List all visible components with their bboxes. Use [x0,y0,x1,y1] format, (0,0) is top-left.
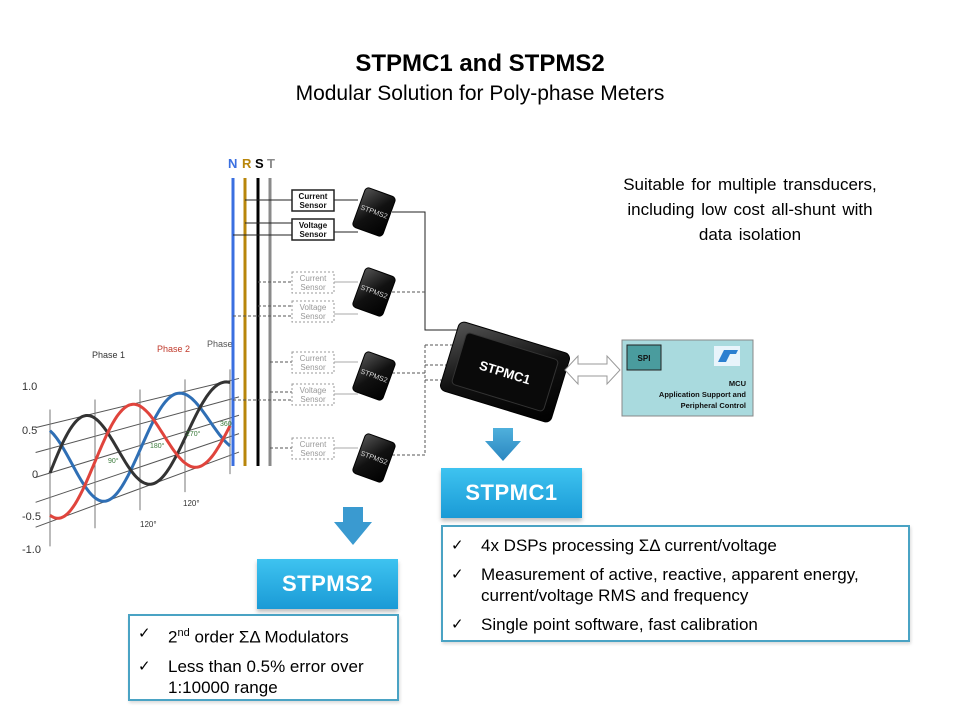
mcu-text: Peripheral Control [681,401,746,410]
phase-curve [48,380,231,486]
phase-letter-r: R [242,156,252,171]
stpms2-features: ✓ 2nd order ΣΔ Modulators ✓ Less than 0.5%… [128,614,399,701]
note-line: including low cost all-shunt with [627,200,873,219]
sensor-text: Sensor [300,312,326,321]
sensor-text: Voltage [300,303,327,312]
block-diagram: N R S T CurrentSensorVoltageSensorCurren… [228,156,754,483]
sensor-text: Sensor [299,201,326,210]
phase-label: Phase 2 [157,344,190,354]
sensor-text: Voltage [300,386,327,395]
check-icon: ✓ [451,537,464,554]
arrow-down-icon [485,428,521,461]
feature-item: ✓ 2nd order ΣΔ Modulators [130,623,389,648]
phase-label: Phase [207,339,233,349]
feature-text: Less than 0.5% error over 1:10000 range [168,656,364,697]
sensor-text: Sensor [300,363,326,372]
arrow-down-icon [334,507,372,545]
feature-text: Measurement of active, reactive, apparen… [481,565,859,605]
feature-text: 2 [168,627,178,647]
sensor-text: Voltage [299,221,328,230]
feature-item: ✓ 4x DSPs processing ΣΔ current/voltage [443,535,908,556]
three-phase-waveform: 1.0 0.5 0 -0.5 -1.0 Phase 1 Phase 2 Phas… [22,339,240,556]
spacing-label: 120° [183,499,200,508]
slide-title: STPMC1 and STPMS2 [355,50,605,77]
superscript: nd [177,627,190,639]
check-icon: ✓ [451,616,464,633]
feature-item: ✓ Single point software, fast calibration [443,614,908,635]
sensor-text: Sensor [300,449,326,458]
angle-label: 180° [150,442,165,450]
ytick: 0.5 [22,425,37,437]
gridline [35,396,240,453]
feature-item: ✓ Measurement of active, reactive, appare… [443,564,908,606]
st-logo-icon [714,346,740,366]
check-icon: ✓ [138,657,151,675]
stpms2-chip: STPMS2 [352,267,396,317]
phase-letter-s: S [255,156,264,171]
spacing-label: 120° [140,520,157,529]
feature-text: Single point software, fast calibration [481,615,758,634]
ytick: -1.0 [22,544,41,556]
mcu-text: MCU [729,379,746,388]
ytick: -0.5 [22,511,41,523]
sensor-text: Current [300,440,327,449]
mcu-block: SPI MCU Application Support and Peripher… [621,339,754,417]
angle-label: 90° [108,457,119,465]
phase-curve [49,402,232,520]
note-line: Suitable for multiple transducers, [623,175,877,194]
stpms2-chip: STPMS2 [352,187,396,237]
feature-text: 4x DSPs processing ΣΔ current/voltage [481,536,777,555]
check-icon: ✓ [138,625,151,642]
slide-subtitle: Modular Solution for Poly-phase Meters [295,82,665,105]
feature-item: ✓ Less than 0.5% error over 1:10000 range [130,656,389,698]
phase-label: Phase 1 [92,350,125,360]
gridline [35,433,240,503]
stpmc1-label: STPMC1 [441,468,582,518]
phase-letter-t: T [267,156,275,171]
sensor-text: Sensor [300,395,326,404]
sensor-text: Current [300,274,327,283]
sensor-text: Current [300,354,327,363]
double-arrow-icon [564,354,621,386]
note-line: data isolation [698,225,802,244]
stpmc1-chip: STPMC1 [440,321,570,423]
stpmc1-features: ✓ 4x DSPs processing ΣΔ current/voltage ✓… [441,525,910,642]
sensor-text: Sensor [300,283,326,292]
mcu-text: Application Support and [659,390,746,399]
ytick: 1.0 [22,381,37,393]
stpms2-label: STPMS2 [257,559,398,609]
spi-label: SPI [638,354,651,363]
angle-label: 360° [220,420,235,428]
sensor-text: Sensor [299,230,326,239]
check-icon: ✓ [451,566,464,583]
transducer-note: Suitable for multiple transducers, inclu… [590,172,910,247]
sensor-text: Current [299,192,328,201]
phase-letter-n: N [228,156,237,171]
gridline [35,377,240,429]
stpms2-chip: STPMS2 [352,351,396,401]
gridline [35,414,240,478]
ytick: 0 [32,469,38,481]
angle-label: 270° [186,430,201,438]
feature-text: order ΣΔ Modulators [189,627,349,647]
stpms2-chip: STPMS2 [352,433,396,483]
